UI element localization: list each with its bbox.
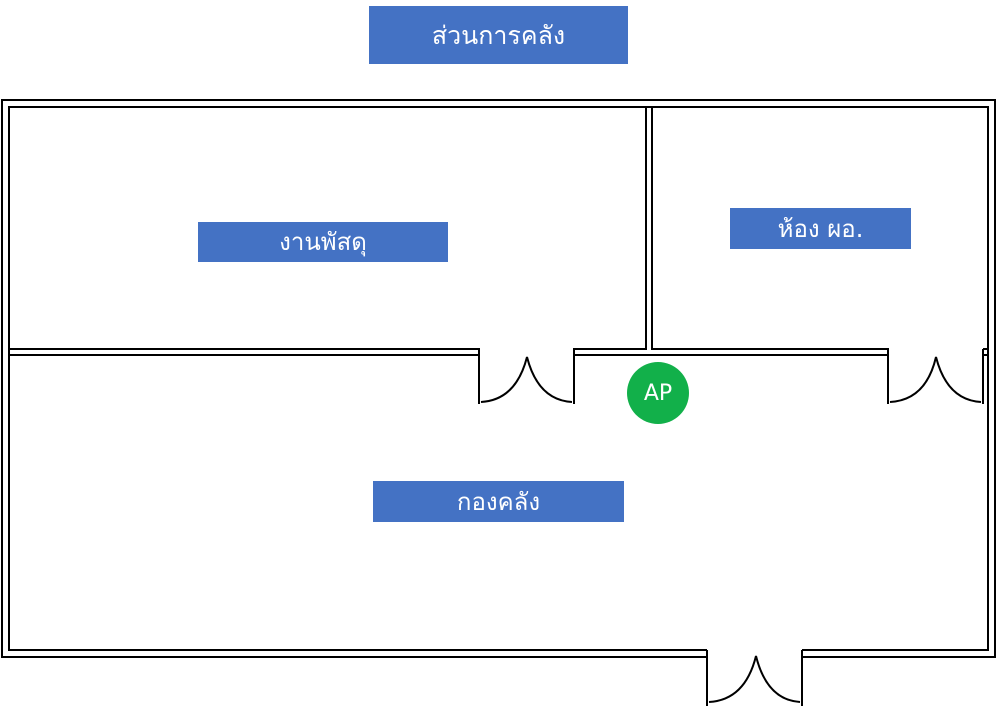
partition-horizontal-right — [982, 348, 988, 356]
outer-wall-inner-line — [8, 106, 989, 651]
room-label-supply: งานพัสดุ — [198, 222, 448, 262]
access-point-marker: AP — [627, 362, 689, 424]
partition-horizontal-middle — [573, 348, 889, 356]
room-label-warehouse: กองคลัง — [373, 481, 624, 522]
partition-horizontal-left — [9, 348, 480, 356]
director-door-swing — [889, 356, 982, 403]
room-label-director: ห้อง ผอ. — [730, 208, 911, 249]
supply-door-swing — [480, 356, 573, 403]
main-door-swing — [708, 655, 801, 703]
division-title: ส่วนการคลัง — [369, 6, 628, 64]
outer-wall-outer-line — [1, 99, 996, 658]
